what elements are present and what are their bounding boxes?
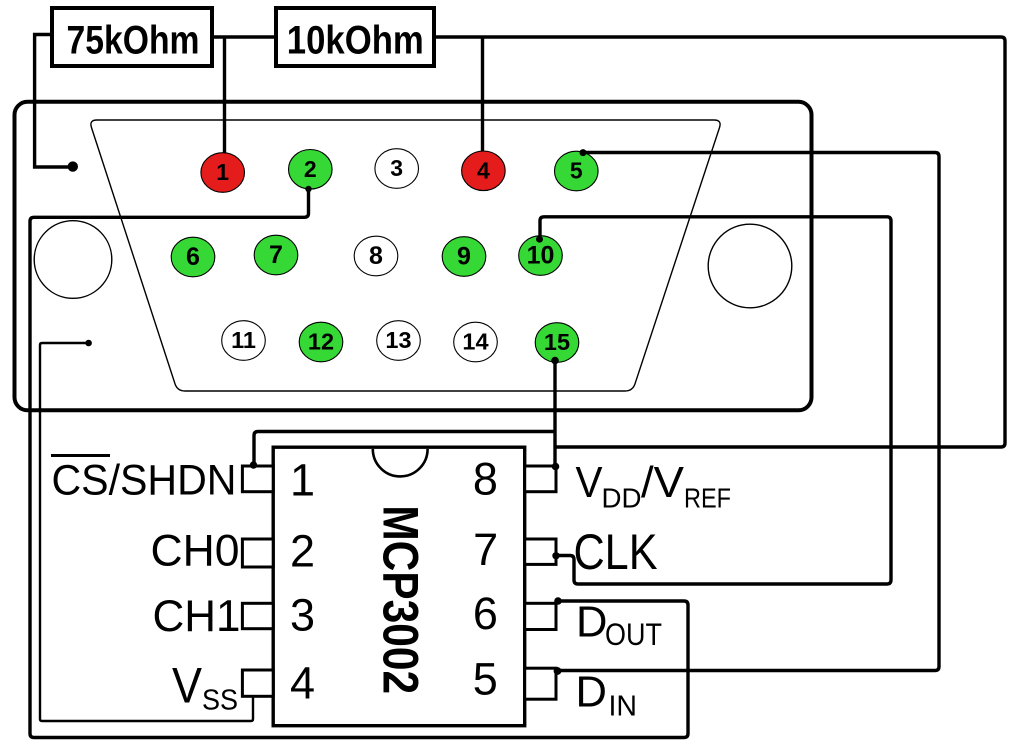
svg-text:10: 10 bbox=[527, 242, 555, 270]
svg-text:CH1: CH1 bbox=[153, 592, 241, 641]
svg-text:6: 6 bbox=[473, 588, 498, 639]
svg-text:8: 8 bbox=[369, 242, 383, 270]
svg-text:6: 6 bbox=[186, 243, 200, 271]
svg-text:CH0: CH0 bbox=[151, 527, 240, 576]
svg-text:5: 5 bbox=[473, 653, 498, 704]
svg-text:CLK: CLK bbox=[574, 524, 658, 580]
svg-text:7: 7 bbox=[269, 241, 283, 269]
svg-text:75kOhm: 75kOhm bbox=[67, 19, 200, 63]
svg-text:2: 2 bbox=[304, 156, 317, 182]
svg-text:/V: /V bbox=[641, 459, 684, 507]
svg-text:7: 7 bbox=[473, 524, 498, 575]
svg-text:3: 3 bbox=[290, 589, 315, 640]
svg-text:SS: SS bbox=[202, 685, 238, 717]
svg-text:MCP3002: MCP3002 bbox=[373, 505, 429, 694]
svg-text:9: 9 bbox=[457, 243, 471, 271]
svg-text:3: 3 bbox=[390, 155, 403, 181]
svg-text:11: 11 bbox=[231, 327, 256, 353]
svg-text:10kOhm: 10kOhm bbox=[287, 19, 424, 63]
svg-text:5: 5 bbox=[570, 158, 583, 184]
svg-text:REF: REF bbox=[684, 482, 731, 513]
svg-text:8: 8 bbox=[473, 454, 498, 505]
svg-text:V: V bbox=[576, 459, 603, 507]
svg-text:V: V bbox=[172, 658, 203, 714]
svg-text:15: 15 bbox=[544, 329, 570, 355]
svg-text:1: 1 bbox=[290, 454, 315, 505]
svg-text:4: 4 bbox=[290, 657, 315, 708]
svg-text:D: D bbox=[576, 599, 607, 647]
svg-text:D: D bbox=[576, 669, 607, 717]
svg-text:IN: IN bbox=[609, 691, 638, 723]
svg-text:14: 14 bbox=[462, 329, 488, 355]
svg-text:12: 12 bbox=[308, 329, 334, 355]
svg-text:OUT: OUT bbox=[605, 616, 662, 652]
svg-text:CS/SHDN: CS/SHDN bbox=[52, 458, 237, 505]
svg-text:2: 2 bbox=[290, 526, 315, 577]
svg-text:13: 13 bbox=[385, 327, 411, 353]
svg-text:1: 1 bbox=[216, 159, 229, 185]
svg-text:DD: DD bbox=[602, 482, 642, 513]
svg-text:4: 4 bbox=[477, 158, 490, 184]
